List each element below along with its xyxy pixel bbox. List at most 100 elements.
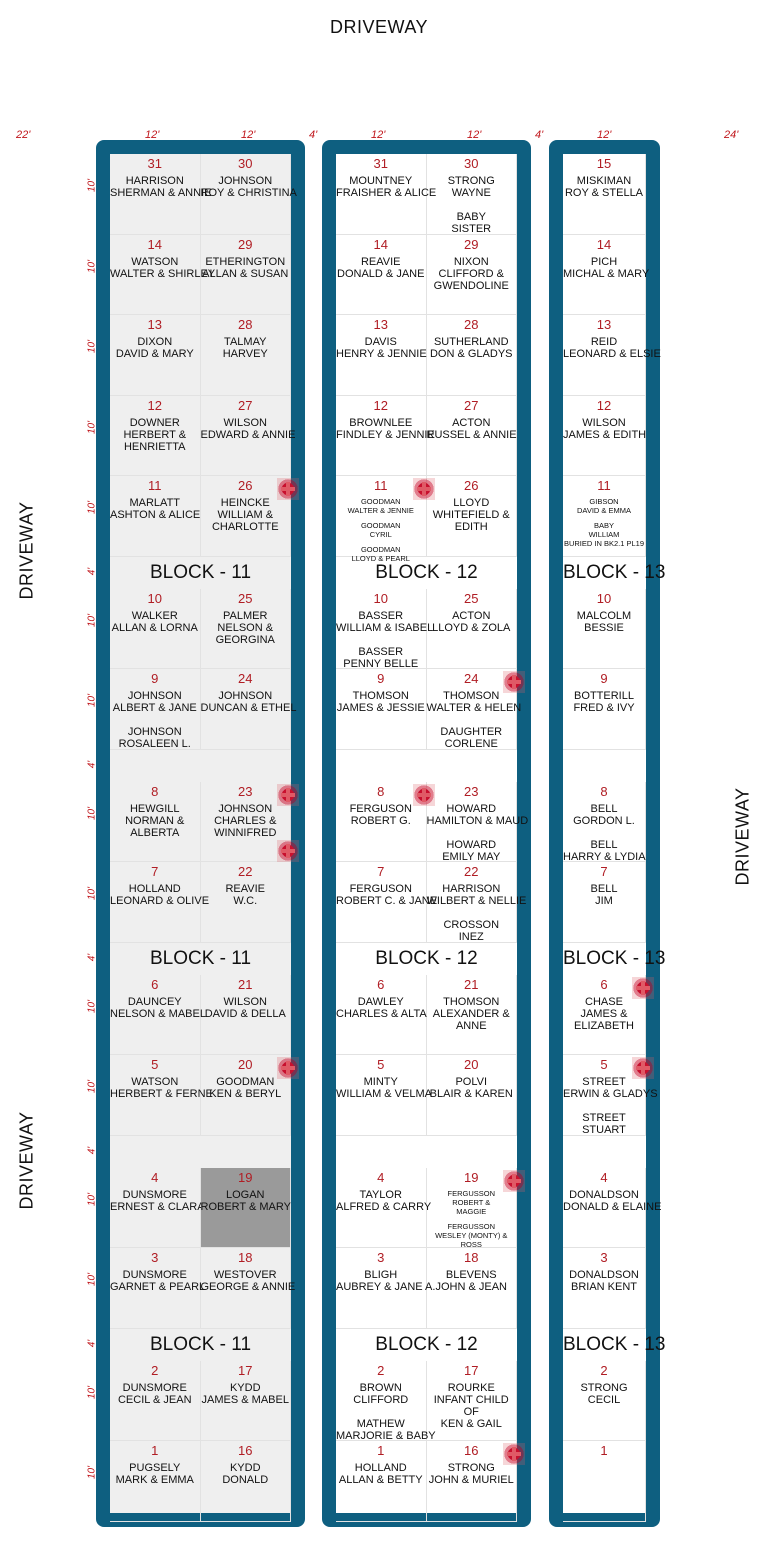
lot-number: 25	[238, 590, 253, 606]
occupant-name: WILSON	[223, 416, 267, 429]
lot-number: 29	[464, 236, 479, 252]
lot-names	[563, 1462, 645, 1474]
occupant-name: JAMES &	[580, 1007, 628, 1020]
dim-aisle-1: 4'	[309, 129, 318, 141]
occupant-name: ROY & CHRISTINA	[200, 187, 297, 199]
occupant-name: GOODMAN	[216, 1076, 275, 1088]
occupant-name: HEINCKE	[220, 497, 270, 509]
lot-1[interactable]: 1	[563, 1441, 646, 1522]
occupant-name: JAMES & JESSIE	[336, 702, 425, 714]
lot-number: 6	[151, 976, 159, 992]
occupant-name: HARRISON	[125, 175, 184, 187]
lot-number: 29	[238, 236, 253, 252]
occupant-name: DUNSMORE	[122, 1269, 187, 1281]
occupant-name: ALBERT & JANE	[112, 702, 197, 714]
